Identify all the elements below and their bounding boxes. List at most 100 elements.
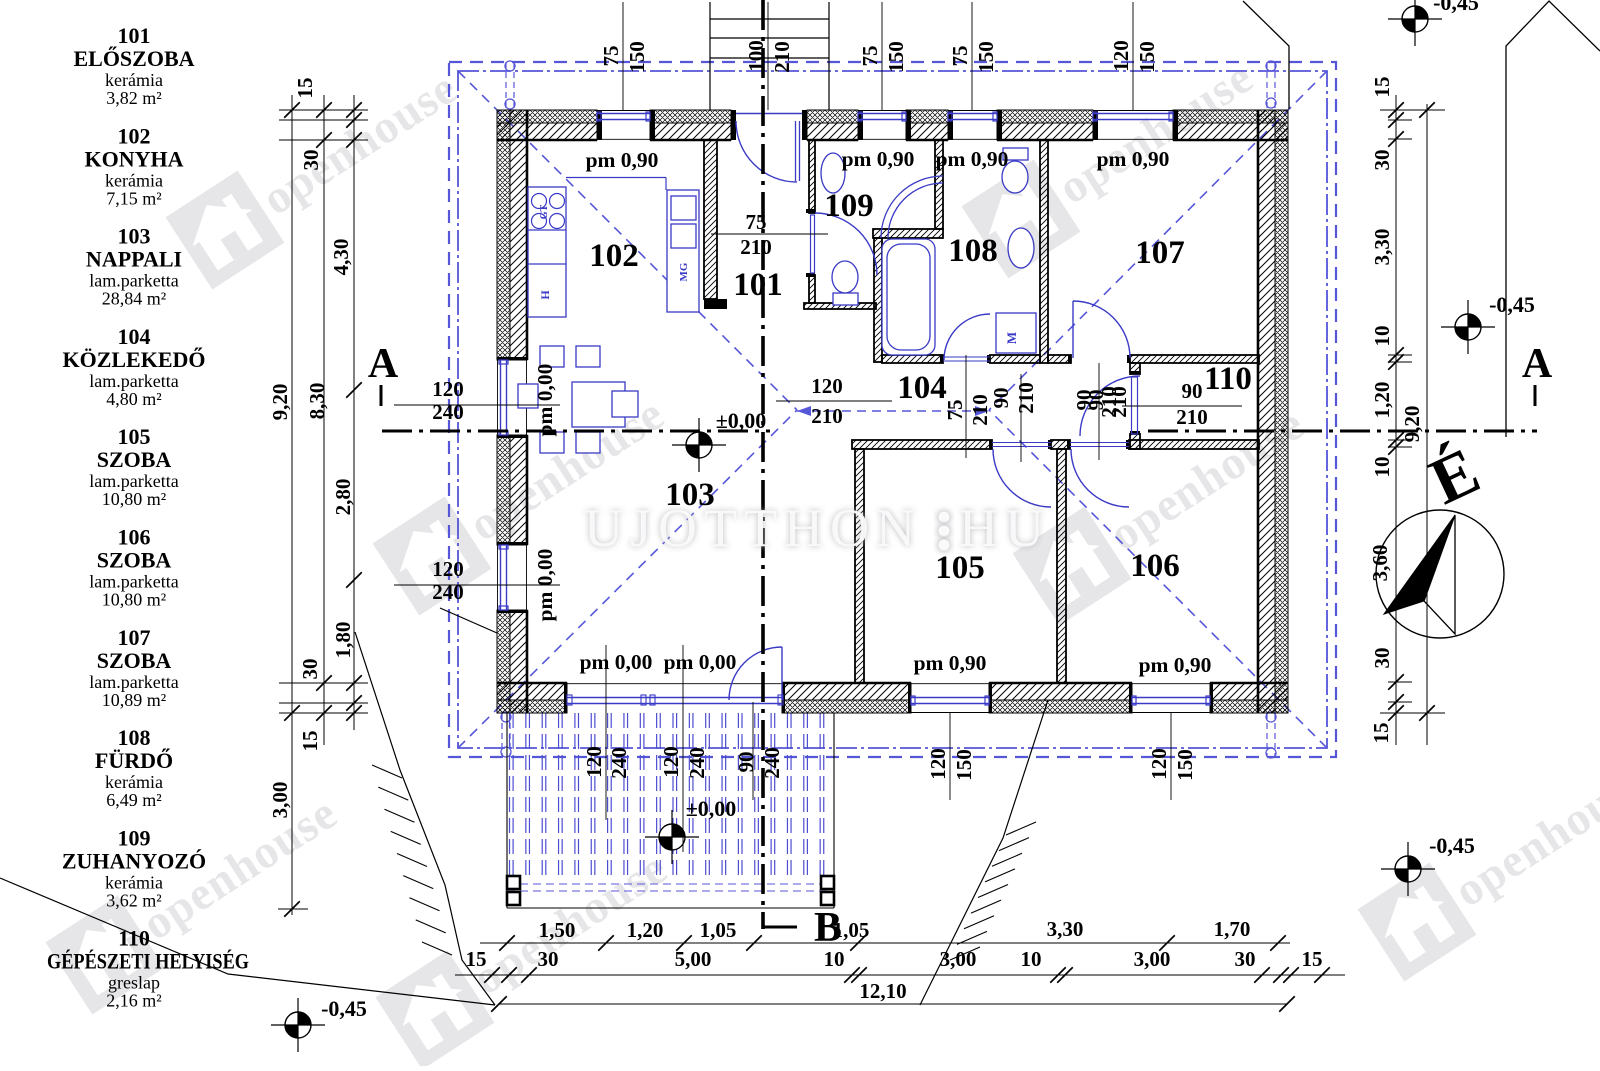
svg-text:9,20: 9,20 (268, 384, 292, 421)
svg-text:2,16 m²: 2,16 m² (106, 991, 161, 1011)
svg-text:75: 75 (943, 400, 967, 421)
svg-text:3,00: 3,00 (268, 782, 292, 819)
svg-text:HU: HU (959, 498, 1051, 558)
svg-text:lam.parketta: lam.parketta (89, 672, 178, 692)
svg-text:210: 210 (770, 41, 794, 73)
svg-text:-0,45: -0,45 (1429, 833, 1475, 858)
svg-text:101: 101 (733, 267, 783, 303)
svg-text:90: 90 (734, 752, 758, 773)
svg-text:MG: MG (678, 262, 690, 281)
svg-text:210: 210 (1107, 386, 1131, 418)
svg-text:GT: GT (539, 204, 550, 219)
svg-text:240: 240 (607, 747, 631, 779)
svg-text:90: 90 (1084, 390, 1108, 411)
svg-text:107: 107 (118, 625, 151, 650)
svg-text:104: 104 (897, 370, 947, 406)
svg-text:10: 10 (1021, 947, 1042, 971)
svg-text:106: 106 (1130, 548, 1180, 584)
svg-text:15: 15 (1302, 947, 1323, 971)
svg-text:108: 108 (118, 725, 151, 750)
svg-text:SZOBA: SZOBA (97, 447, 172, 472)
svg-text:lam.parketta: lam.parketta (89, 471, 178, 491)
svg-text:150: 150 (884, 41, 908, 73)
svg-text:108: 108 (948, 233, 998, 269)
svg-text:75: 75 (746, 210, 767, 234)
svg-text:150: 150 (1173, 749, 1197, 781)
svg-text:2,80: 2,80 (331, 479, 355, 516)
svg-text:101: 101 (118, 23, 151, 48)
svg-text:ZUHANYOZÓ: ZUHANYOZÓ (62, 848, 206, 873)
svg-text:150: 150 (974, 41, 998, 73)
svg-text:9,20: 9,20 (1400, 406, 1424, 443)
svg-text:3,60: 3,60 (1368, 545, 1392, 582)
svg-text:pm 0,90: pm 0,90 (842, 147, 915, 171)
svg-text:30: 30 (1235, 947, 1256, 971)
svg-text:240: 240 (760, 747, 784, 779)
svg-text:120: 120 (432, 377, 464, 401)
svg-text:A: A (1522, 341, 1553, 387)
svg-text:15: 15 (1370, 77, 1394, 98)
svg-text:6,49 m²: 6,49 m² (106, 790, 161, 810)
svg-text:pm 0,90: pm 0,90 (1097, 147, 1170, 171)
svg-text:pm 0,00: pm 0,00 (533, 364, 557, 437)
svg-text:100: 100 (744, 40, 768, 72)
svg-text:30: 30 (298, 659, 322, 680)
svg-text:240: 240 (432, 400, 464, 424)
svg-text:90: 90 (1072, 390, 1096, 411)
svg-text:110: 110 (1204, 361, 1252, 397)
svg-text:1,50: 1,50 (539, 918, 576, 942)
svg-text:greslap: greslap (108, 973, 160, 993)
svg-text:15: 15 (298, 731, 322, 752)
svg-text:4,30: 4,30 (329, 239, 353, 276)
svg-text:-0,45: -0,45 (1433, 0, 1479, 15)
svg-text:kerámia: kerámia (105, 772, 163, 792)
svg-text:240: 240 (432, 580, 464, 604)
svg-text:210: 210 (1097, 386, 1121, 418)
svg-text:M: M (1004, 332, 1019, 344)
svg-text:30: 30 (1370, 648, 1394, 669)
svg-text:3,00: 3,00 (1134, 947, 1171, 971)
svg-text:pm 0,90: pm 0,90 (586, 148, 659, 172)
svg-text:10: 10 (1370, 326, 1394, 347)
svg-text:UJOTTHON: UJOTTHON (584, 498, 922, 558)
svg-text:8,30: 8,30 (305, 383, 329, 420)
svg-text:110: 110 (118, 926, 150, 951)
svg-text:H: H (538, 290, 552, 300)
svg-text:lam.parketta: lam.parketta (89, 572, 178, 592)
svg-text:pm 0,90: pm 0,90 (1139, 653, 1212, 677)
svg-text:120: 120 (432, 557, 464, 581)
svg-text:105: 105 (935, 550, 985, 586)
svg-text:3,62 m²: 3,62 m² (106, 890, 161, 910)
svg-text:A: A (368, 341, 399, 387)
svg-text:pm 0,90: pm 0,90 (936, 147, 1009, 171)
svg-text:±0,00: ±0,00 (716, 408, 767, 433)
svg-text:120: 120 (1147, 748, 1171, 780)
svg-text:150: 150 (1135, 41, 1159, 73)
svg-text:lam.parketta: lam.parketta (89, 371, 178, 391)
svg-text:NAPPALI: NAPPALI (86, 247, 182, 272)
svg-text:109: 109 (824, 188, 874, 224)
svg-text:107: 107 (1135, 235, 1185, 271)
svg-text:10: 10 (824, 947, 845, 971)
svg-text:120: 120 (659, 746, 683, 778)
svg-text:104: 104 (118, 324, 151, 349)
svg-text:120: 120 (1109, 40, 1133, 72)
svg-text:103: 103 (665, 477, 715, 513)
svg-text:102: 102 (118, 123, 151, 148)
svg-text:75: 75 (599, 46, 623, 67)
svg-text:3,30: 3,30 (1047, 917, 1084, 941)
svg-text:±0,00: ±0,00 (686, 796, 737, 821)
svg-text:KÖZLEKEDŐ: KÖZLEKEDŐ (62, 347, 205, 372)
svg-text:103: 103 (118, 224, 151, 249)
svg-text:10,80 m²: 10,80 m² (102, 489, 166, 509)
svg-text:30: 30 (1370, 150, 1394, 171)
svg-text:105: 105 (118, 424, 151, 449)
svg-text:10,80 m²: 10,80 m² (102, 590, 166, 610)
svg-text:120: 120 (811, 374, 843, 398)
svg-text:SZOBA: SZOBA (97, 548, 172, 573)
svg-text:120: 120 (582, 746, 606, 778)
svg-text:106: 106 (118, 525, 151, 550)
svg-text:SZOBA: SZOBA (97, 648, 172, 673)
svg-text:90: 90 (989, 388, 1013, 409)
svg-text:lam.parketta: lam.parketta (89, 271, 178, 291)
